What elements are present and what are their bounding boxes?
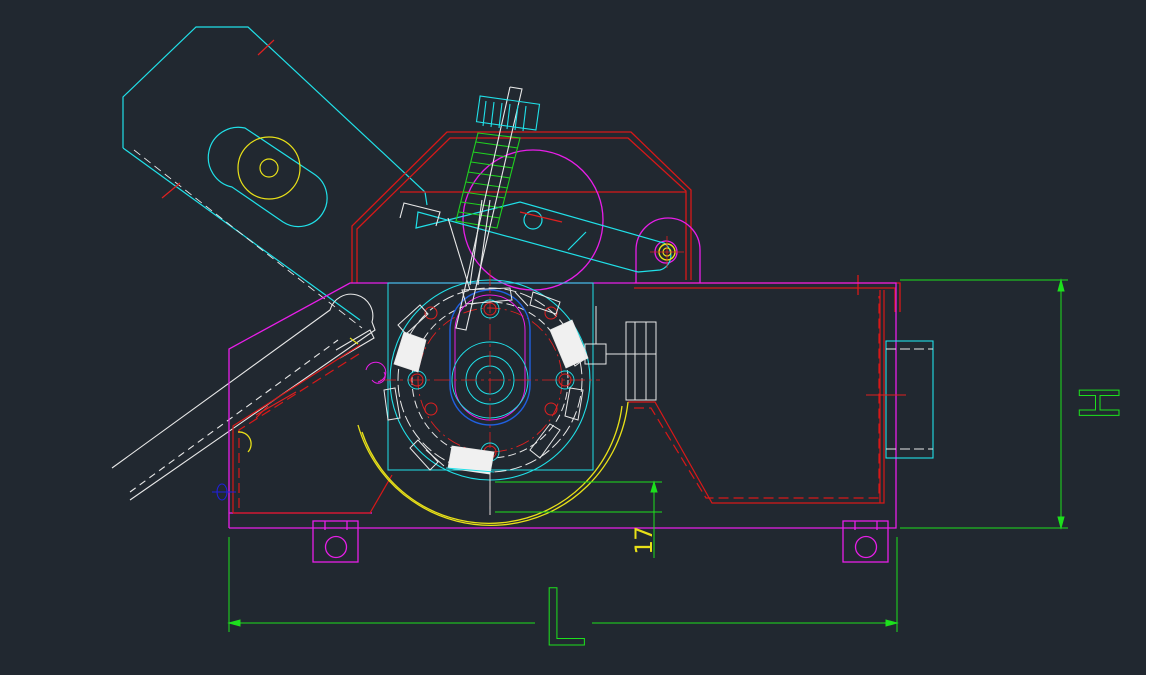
clearance-dimension-label: 17 — [630, 526, 658, 555]
misc-marks — [212, 361, 387, 501]
height-dimension-label: H — [1069, 386, 1132, 419]
tension-lever — [415, 201, 684, 273]
dimension-clearance — [495, 480, 662, 558]
adjusting-spring — [399, 86, 541, 331]
discharge-chute — [111, 293, 376, 501]
access-door — [866, 340, 934, 459]
breaker-plate — [584, 306, 657, 401]
grate-screen — [237, 401, 629, 527]
feed-hopper — [122, 26, 428, 329]
upper-cover — [351, 131, 901, 312]
length-dimension-label: L — [541, 574, 588, 664]
dimension-height — [900, 278, 1068, 530]
crushing-chamber — [232, 290, 885, 514]
dimension-length — [227, 537, 899, 632]
rotor-assembly — [380, 270, 600, 515]
